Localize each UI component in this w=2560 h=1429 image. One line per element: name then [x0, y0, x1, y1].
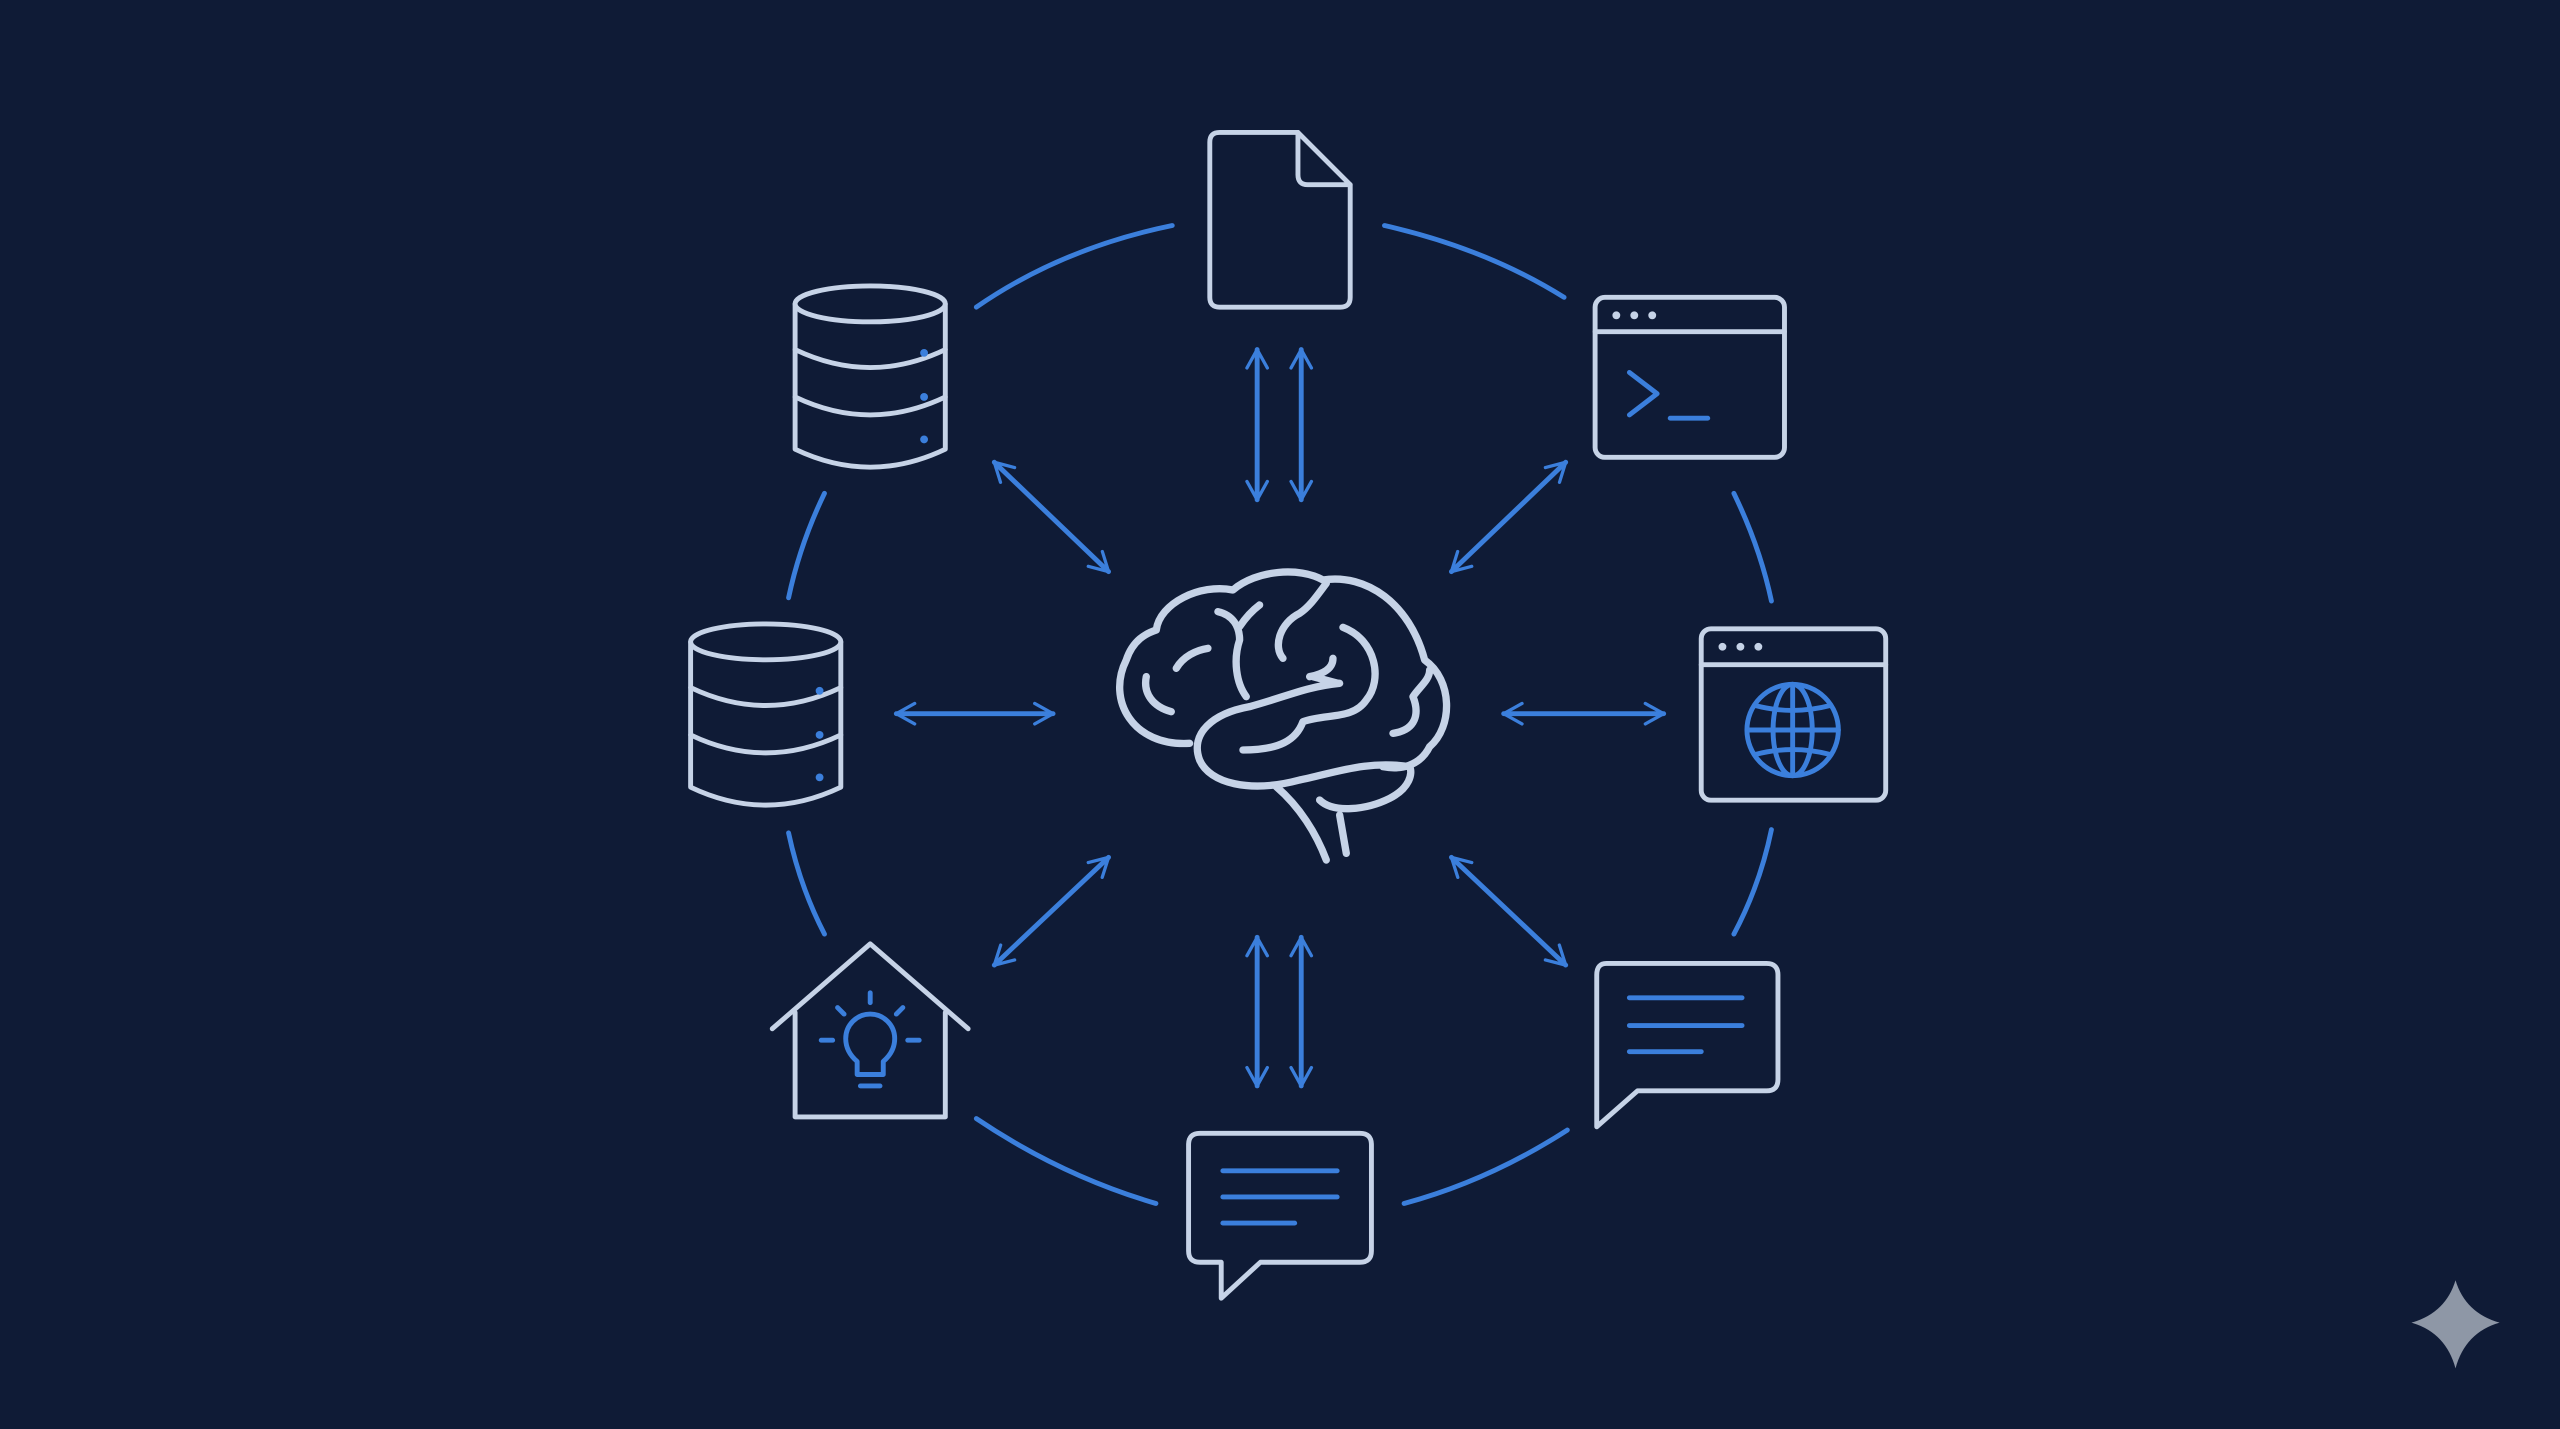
ring-arc: [786, 830, 827, 937]
ring-arc: [786, 490, 827, 601]
arrow-diag-br: [1448, 854, 1569, 968]
ring-arc: [973, 223, 1175, 310]
connector-arrows: [893, 347, 1667, 1089]
terminal-window-icon: [1592, 294, 1787, 460]
ring-arcs: [786, 223, 1774, 1206]
ring-arc: [1382, 223, 1567, 300]
ring-arc: [1731, 490, 1774, 604]
document-icon: [1207, 130, 1353, 310]
lightbulb-icon: [818, 990, 922, 1089]
arrow-diag-tr: [1448, 459, 1569, 575]
web-browser-globe-icon: [1698, 626, 1889, 803]
globe-icon: [1744, 681, 1841, 779]
database-icon: [688, 621, 844, 808]
smart-home-lightbulb-icon: [769, 941, 971, 1120]
chat-message-icon: [1594, 961, 1781, 1130]
arrow-diag-bl: [991, 854, 1112, 968]
ring-arc: [1731, 827, 1774, 937]
brain-icon: [1116, 568, 1451, 864]
chat-message-icon: [1186, 1130, 1374, 1301]
ring-arc: [973, 1116, 1159, 1206]
database-icon: [792, 283, 948, 470]
arrow-diag-tl: [991, 459, 1112, 575]
ring-arc: [1401, 1127, 1570, 1206]
sparkle-icon: [2411, 1280, 2500, 1369]
